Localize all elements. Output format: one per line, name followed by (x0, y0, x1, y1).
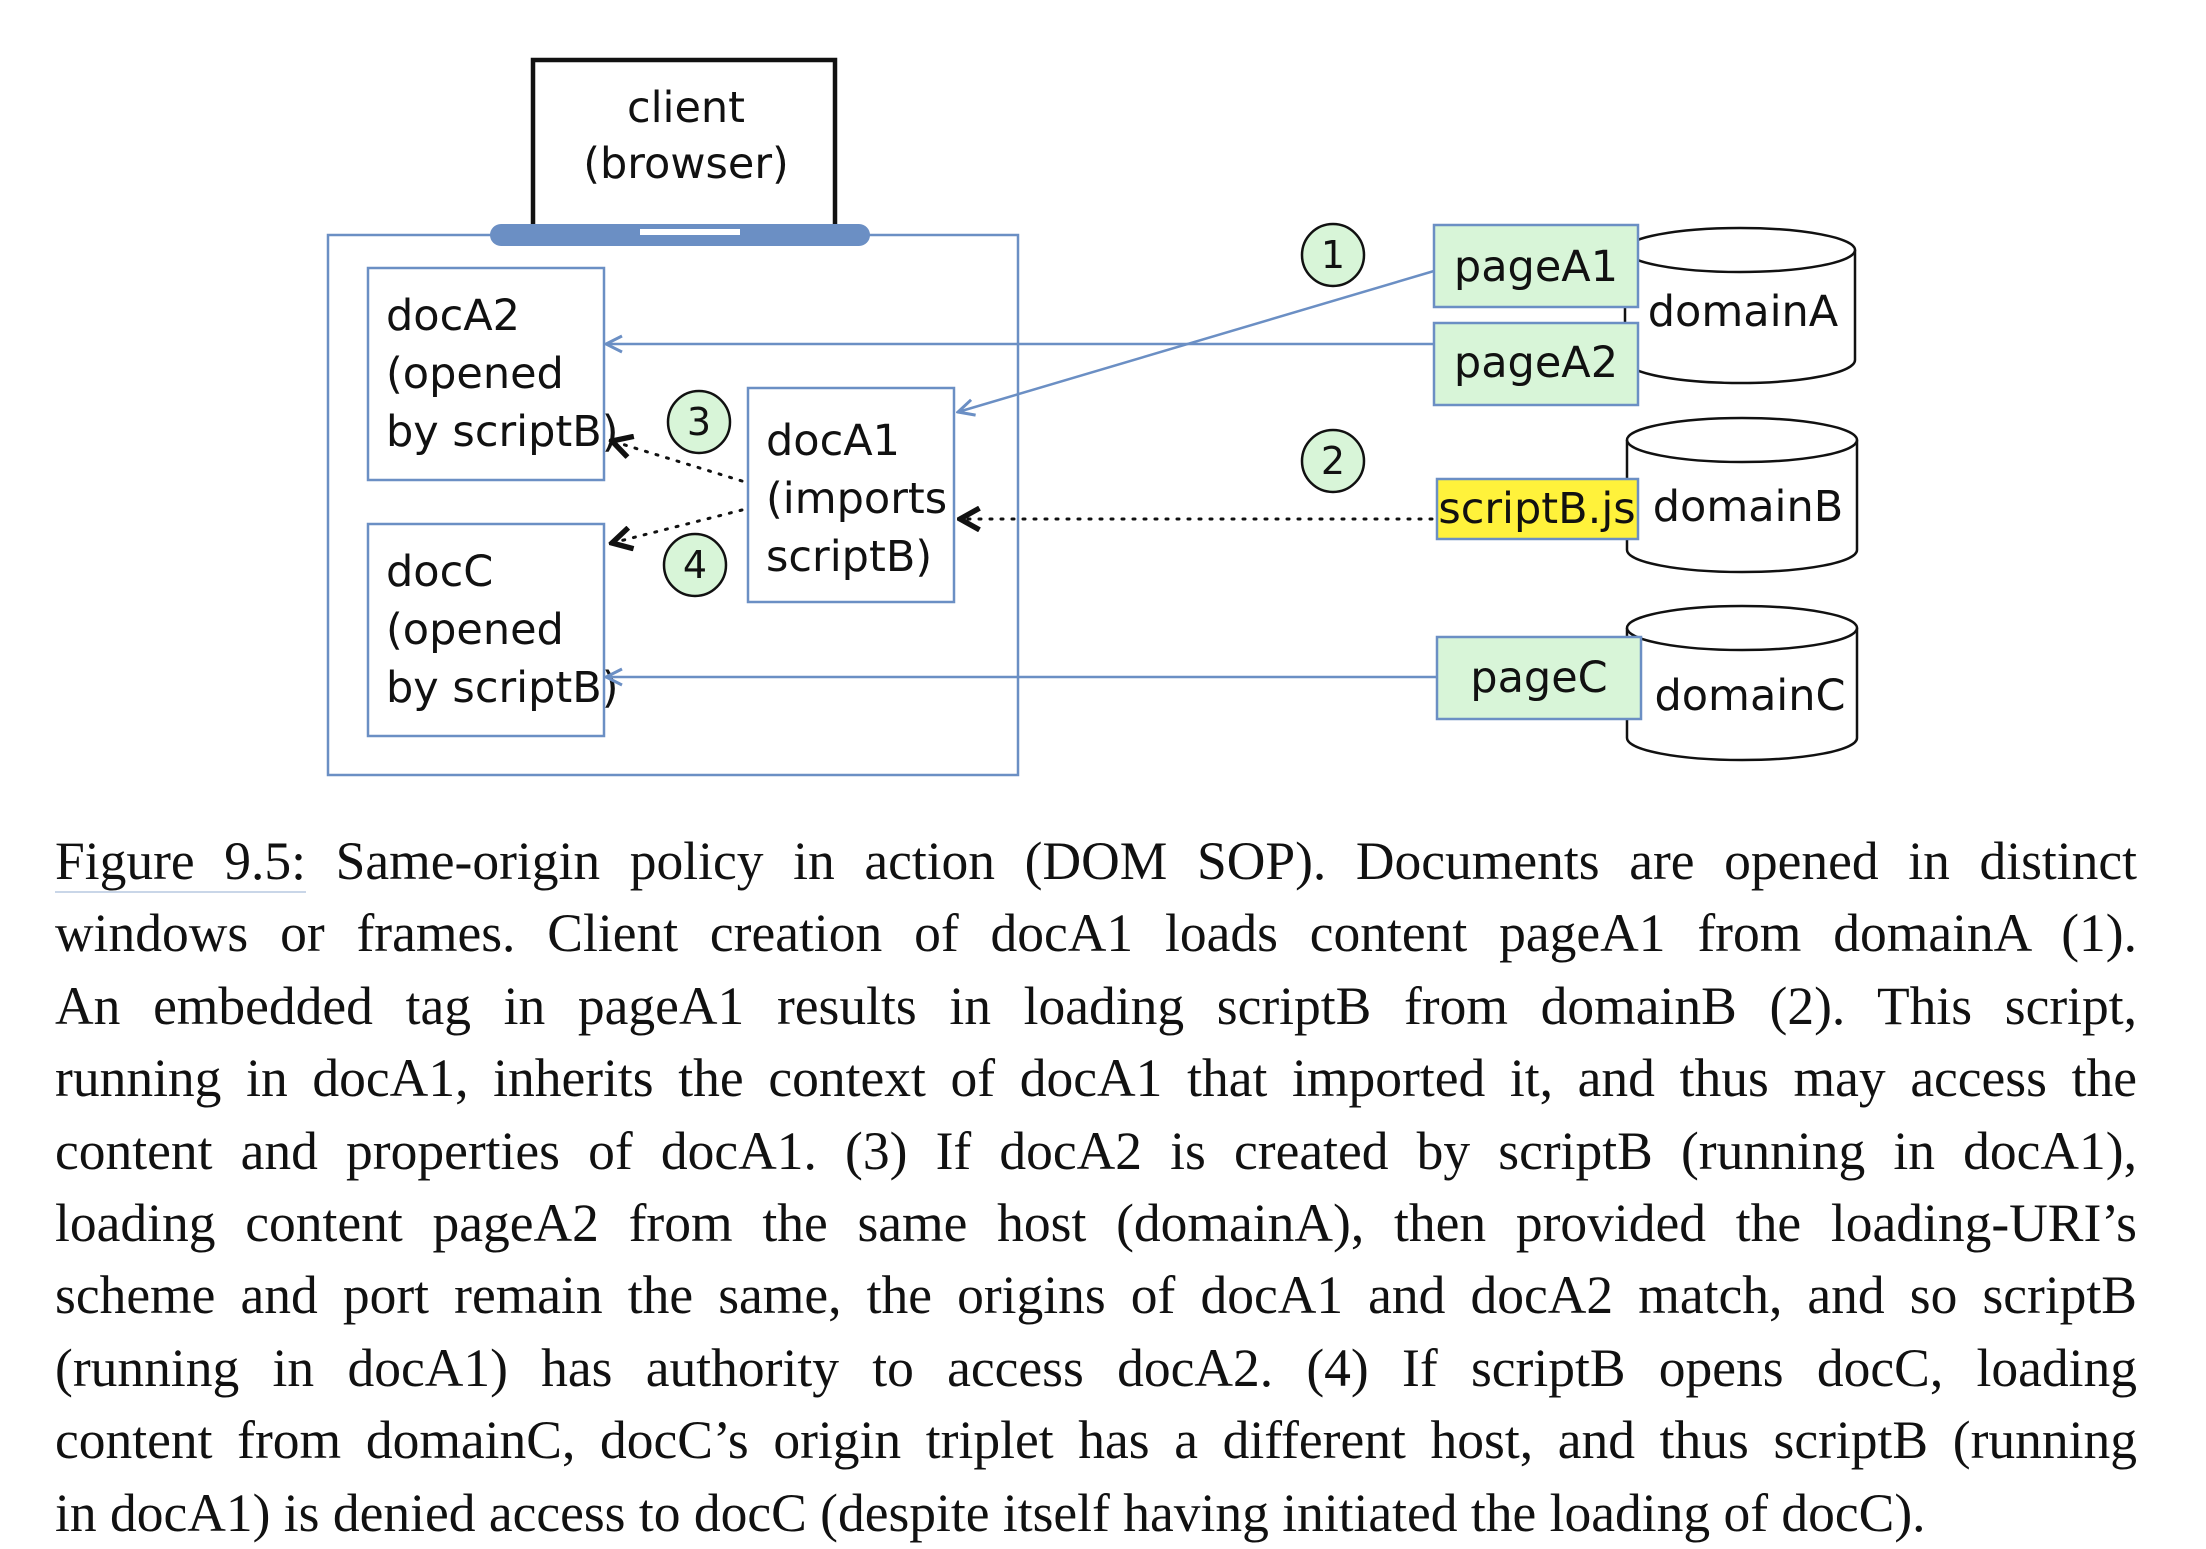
step-4-marker: 4 (662, 532, 728, 598)
caption-line-8: (running in docA1) has authority to acce… (55, 1337, 2137, 1398)
step-4-label: 4 (683, 543, 707, 587)
doc-a1-line2: (imports (766, 474, 947, 524)
doc-c-line2: (opened (386, 605, 564, 655)
page-c-resource: pageC (1435, 635, 1643, 721)
doc-c-box (366, 522, 606, 738)
domain-b-label: domainB (1653, 482, 1844, 532)
caption-line-5: content and properties of docA1. (3) If … (55, 1120, 2137, 1181)
doc-a2-line3: by scriptB) (386, 407, 619, 457)
domain-c-label: domainC (1654, 671, 1845, 721)
step-1-label: 1 (1321, 233, 1345, 277)
doc-a2-box (366, 266, 606, 482)
page-a2-resource: pageA2 (1432, 321, 1640, 407)
doc-c-line1: docC (386, 547, 493, 597)
caption-line-1-text: Same-origin policy in action (DOM SOP). … (306, 831, 2137, 891)
arrow-doc-a1-to-doc-a2 (612, 441, 744, 483)
caption-line-10: in docA1) is denied access to docC (desp… (55, 1482, 1926, 1543)
caption-line-1: Figure 9.5: Same-origin policy in action… (55, 825, 2137, 897)
page-a2-label: pageA2 (1454, 338, 1618, 388)
sop-diagram: client (browser) docA2 (opened by script… (326, 57, 1859, 777)
domain-b-server: domainB (1625, 416, 1859, 574)
doc-a2-line2: (opened (386, 349, 564, 399)
step-2-circle (1300, 428, 1366, 494)
caption-line-4: running in docA1, inherits the context o… (55, 1048, 2137, 1109)
arrow-doc-a1-to-doc-c (612, 508, 744, 543)
page-a1-resource: pageA1 (1432, 223, 1640, 309)
script-b-resource: scriptB.js (1435, 477, 1640, 541)
doc-c-line3: by scriptB) (386, 663, 619, 713)
step-3-marker: 3 (666, 389, 732, 455)
domain-b-cylinder-top (1625, 416, 1859, 464)
doc-a1-window: docA1 (imports scriptB) (746, 386, 956, 604)
client-laptop: client (browser) (490, 57, 870, 246)
doc-a2-line1: docA2 (386, 291, 520, 341)
step-1-circle (1300, 222, 1366, 288)
figure-label: Figure 9.5: (55, 831, 307, 893)
domain-a-server: domainA (1623, 226, 1857, 385)
step-1-marker: 1 (1300, 222, 1366, 288)
caption-line-3: An embedded tag in pageA1 results in loa… (55, 975, 2137, 1036)
doc-a2-window: docA2 (opened by scriptB) (366, 266, 619, 482)
figure-caption: Figure 9.5: Same-origin policy in action… (55, 825, 2137, 1549)
step-4-circle (662, 532, 728, 598)
caption-line-9: content from domainC, docC’s origin trip… (55, 1410, 2137, 1471)
step-2-label: 2 (1321, 439, 1345, 483)
caption-line-6: loading content pageA2 from the same hos… (55, 1192, 2137, 1253)
step-3-circle (666, 389, 732, 455)
caption-line-2: windows or frames. Client creation of do… (55, 903, 2137, 964)
page-a1-box (1432, 223, 1640, 309)
domain-a-label: domainA (1648, 287, 1839, 337)
doc-a1-line1: docA1 (766, 416, 900, 466)
domain-c-cylinder-top (1625, 604, 1859, 652)
page-a2-box (1432, 321, 1640, 407)
domain-c-server: domainC (1625, 604, 1859, 762)
client-sublabel: (browser) (583, 139, 789, 189)
script-b-box (1435, 477, 1640, 541)
client-label: client (627, 83, 745, 133)
doc-c-window: docC (opened by scriptB) (366, 522, 619, 738)
script-b-label: scriptB.js (1438, 484, 1635, 534)
page-c-label: pageC (1470, 653, 1607, 703)
domain-c-cylinder (1625, 628, 1859, 762)
laptop-trackpad (640, 229, 740, 235)
doc-a1-box (746, 386, 956, 604)
step-3-label: 3 (687, 400, 711, 444)
page-a1-label: pageA1 (1454, 242, 1618, 292)
doc-a1-line3: scriptB) (766, 532, 932, 582)
step-2-marker: 2 (1300, 428, 1366, 494)
caption-line-7: scheme and port remain the same, the ori… (55, 1265, 2137, 1326)
domain-a-cylinder-top (1623, 226, 1857, 274)
domain-b-cylinder (1625, 440, 1859, 574)
arrow-page-a1-to-doc-a1 (958, 269, 1435, 412)
